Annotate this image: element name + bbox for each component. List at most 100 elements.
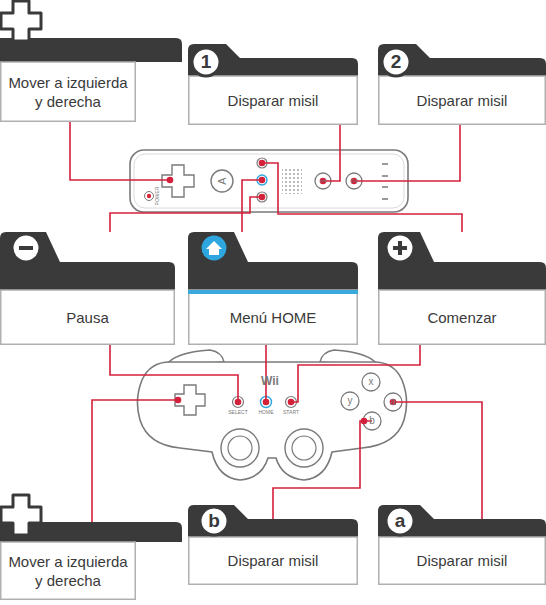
button-icon [382, 48, 410, 76]
power-light [147, 194, 151, 198]
classic-controller [137, 350, 406, 480]
leader-line [92, 400, 178, 522]
button-icon [192, 48, 220, 76]
analog-stick-cap [292, 436, 316, 460]
player-led [382, 186, 388, 188]
callout-panel [1, 290, 175, 344]
leader-line [110, 345, 238, 402]
button-icon [200, 507, 228, 535]
leader-dot [235, 399, 242, 406]
callout-text: Disparar misil [188, 76, 358, 125]
controller-label: 2 [350, 178, 359, 183]
leader-dot [263, 399, 270, 406]
callout-tab [188, 505, 358, 537]
leader-dot [175, 397, 182, 404]
callout-tab [0, 232, 175, 290]
leader-line [273, 421, 372, 519]
callout-panel [189, 290, 358, 344]
leader-line [393, 402, 482, 519]
callout-panel [379, 76, 546, 124]
plus-icon [393, 241, 407, 255]
callout-text: Disparar misil [378, 76, 546, 125]
y-button [341, 392, 359, 410]
leader-dot [259, 160, 266, 167]
callout-tab [378, 232, 546, 290]
callout-panel [379, 290, 546, 344]
x-button [362, 373, 380, 391]
dpad-icon [1, 1, 41, 41]
accent-strip [188, 290, 358, 294]
callout-shape [0, 232, 175, 345]
leader-dots [167, 160, 397, 425]
home-icon [206, 241, 222, 255]
dpad-symbol [175, 385, 205, 415]
callout-box: Mover a izquierda y derecha [0, 0, 182, 122]
callout-box: 1Disparar misil [188, 44, 358, 125]
callout-text: Mover a izquierda y derecha [0, 62, 136, 122]
leader-dot [288, 399, 295, 406]
player-led [382, 163, 388, 165]
callout-shape [378, 232, 546, 345]
leader-line [242, 180, 262, 232]
callout-box: Pausa [0, 232, 175, 345]
controller-label: a [390, 397, 396, 407]
callout-box: Comenzar [378, 232, 546, 345]
button-icon-label: a [386, 506, 414, 534]
plus-symbol [260, 161, 265, 166]
leader-line [70, 122, 170, 180]
minus-icon [19, 246, 33, 250]
controller-label: b [369, 416, 375, 426]
button-icon-label: 2 [382, 47, 410, 75]
callout-text: Comenzar [378, 290, 546, 345]
controller-label: y [348, 396, 353, 406]
dpad-icon [1, 495, 41, 535]
callout-tab [378, 44, 546, 76]
controller-label: 1 [319, 178, 328, 183]
callout-text: Mover a izquierda y derecha [0, 542, 136, 600]
player-led [382, 175, 388, 177]
speaker-grille [282, 168, 302, 194]
controller-body [137, 362, 406, 480]
callout-box: bDisparar misil [188, 505, 358, 585]
callout-box: 2Disparar misil [378, 44, 546, 125]
callout-shape [188, 232, 358, 345]
button-icon-label: 1 [192, 47, 220, 75]
analog-stick-cap [228, 436, 252, 460]
callout-panel [379, 537, 546, 584]
callout-box: aDisparar misil [378, 505, 546, 585]
leader-dot [259, 177, 266, 184]
leader-line [110, 197, 262, 232]
controller-label: A [217, 177, 228, 184]
leader-dot [167, 177, 174, 184]
callout-text: Disparar misil [188, 537, 358, 585]
callout-shape [188, 44, 358, 125]
leader-dot [259, 194, 266, 201]
button-icon-label: b [200, 506, 228, 534]
callout-panel [189, 76, 358, 124]
leader-line [262, 163, 462, 232]
button-icon [12, 234, 40, 262]
analog-stick [221, 429, 259, 467]
leader-line [354, 125, 460, 181]
leader-line [291, 345, 420, 402]
a-button [211, 170, 233, 192]
leader-dot [361, 418, 368, 425]
player-led [382, 198, 388, 200]
controller-label: POWER [155, 187, 160, 206]
callout-shape [378, 44, 546, 125]
callout-box: Mover a izquierda y derecha [0, 492, 182, 600]
power-button [145, 192, 154, 201]
leader-line [265, 345, 267, 402]
dpad-symbol [162, 165, 194, 197]
controller-label: Wii [261, 375, 279, 387]
callout-tab [188, 44, 358, 76]
callout-box: Menú HOME [188, 232, 358, 345]
callout-text: Disparar misil [378, 537, 546, 585]
controller-label: SELECT [228, 410, 247, 415]
callout-panel [1, 542, 136, 599]
button-icon [386, 234, 414, 262]
controller-label: x [369, 377, 374, 387]
controller-label: HOME [259, 410, 274, 415]
button-icon [386, 507, 414, 535]
